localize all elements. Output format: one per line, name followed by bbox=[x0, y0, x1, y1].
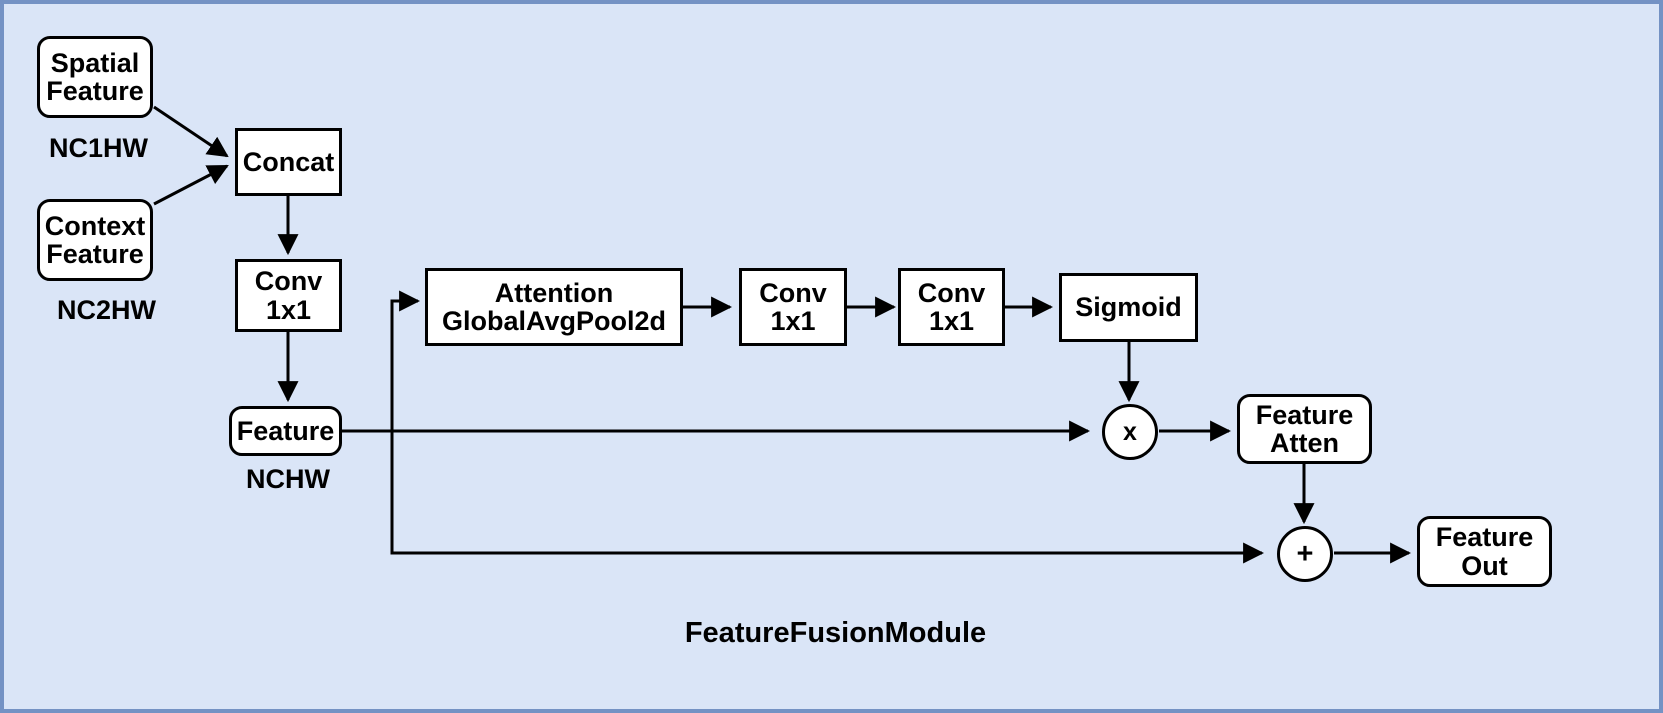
node-conv-1x1-a[interactable]: Conv 1x1 bbox=[235, 259, 342, 332]
node-spatial-feature[interactable]: Spatial Feature bbox=[37, 36, 153, 118]
node-conv-1x1-c[interactable]: Conv 1x1 bbox=[898, 268, 1005, 346]
node-multiply-operator[interactable]: x bbox=[1102, 404, 1158, 460]
edge-feature-to-attention bbox=[390, 290, 421, 431]
node-feature[interactable]: Feature bbox=[229, 406, 342, 456]
node-conv-1x1-b[interactable]: Conv 1x1 bbox=[739, 268, 847, 346]
edge-context-to-concat bbox=[153, 164, 229, 206]
node-feature-out[interactable]: Feature Out bbox=[1417, 516, 1552, 587]
label-context-feature-shape: NC2HW bbox=[57, 295, 156, 325]
node-attention-globalavgpool2d[interactable]: Attention GlobalAvgPool2d bbox=[425, 268, 683, 346]
node-feature-atten[interactable]: Feature Atten bbox=[1237, 394, 1372, 464]
node-concat[interactable]: Concat bbox=[235, 128, 342, 196]
diagram-title: FeatureFusionModule bbox=[684, 617, 987, 649]
connector-layer bbox=[153, 105, 1412, 564]
node-sigmoid[interactable]: Sigmoid bbox=[1059, 273, 1198, 342]
edge-feature-residual-to-add bbox=[390, 431, 1265, 564]
label-feature-shape: NCHW bbox=[246, 464, 330, 494]
edge-spatial-to-concat bbox=[153, 105, 229, 158]
label-spatial-feature-shape: NC1HW bbox=[49, 133, 148, 163]
node-add-operator[interactable]: + bbox=[1277, 526, 1333, 582]
node-context-feature[interactable]: Context Feature bbox=[37, 199, 153, 281]
